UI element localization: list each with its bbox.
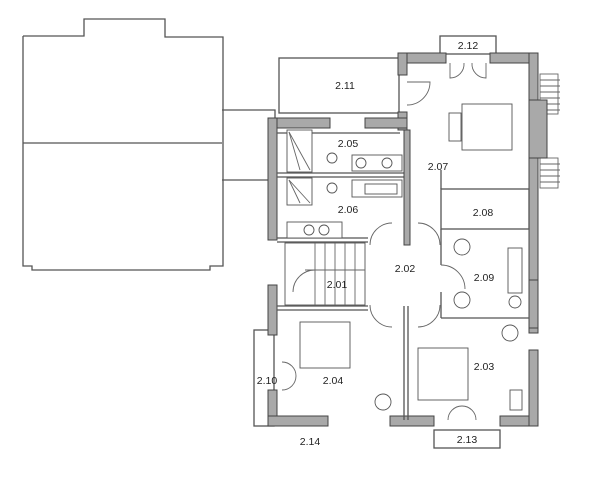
roof-outline [22,18,276,271]
toilet-icon [326,152,338,164]
room-label-2-01: 2.01 [327,279,348,291]
room-labels: 2.11 2.12 2.05 2.07 2.06 2.08 2.02 2.09 … [257,40,495,448]
chair-icon [501,324,519,342]
bed-icon [461,103,513,151]
balcony-2-10 [433,429,501,449]
balcony-2-13 [439,35,497,55]
chair-icon [453,238,471,256]
staircase-icon [284,242,366,306]
balcony-2-11 [253,329,275,427]
room-label-2-14: 2.14 [300,436,321,448]
room-label-2-12: 2.11 [335,80,355,92]
bed-icon [417,347,469,401]
room-label-2-05: 2.05 [338,138,359,150]
terrace-2-12 [278,57,400,114]
fixtures [284,103,523,411]
room-label-2-10: 2.13 [457,434,478,446]
chair-icon [374,393,392,411]
chair-icon [453,291,471,309]
desk-icon [509,389,523,411]
room-label-2-07: 2.07 [428,161,449,173]
desk-icon [507,247,523,294]
room-label-2-11: 2.10 [257,375,278,387]
bed-icon [299,321,351,369]
doors [281,62,487,421]
toilet-icon [326,182,338,194]
plant-icon [508,295,522,309]
room-label-2-08: 2.08 [473,207,494,219]
room-label-2-06: 2.06 [338,204,359,216]
room-label-2-02: 2.02 [395,263,416,275]
room-label-2-03: 2.03 [474,361,495,373]
room-label-2-09: 2.09 [474,272,495,284]
room-label-2-04: 2.04 [323,375,344,387]
room-label-2-13: 2.12 [458,40,479,52]
